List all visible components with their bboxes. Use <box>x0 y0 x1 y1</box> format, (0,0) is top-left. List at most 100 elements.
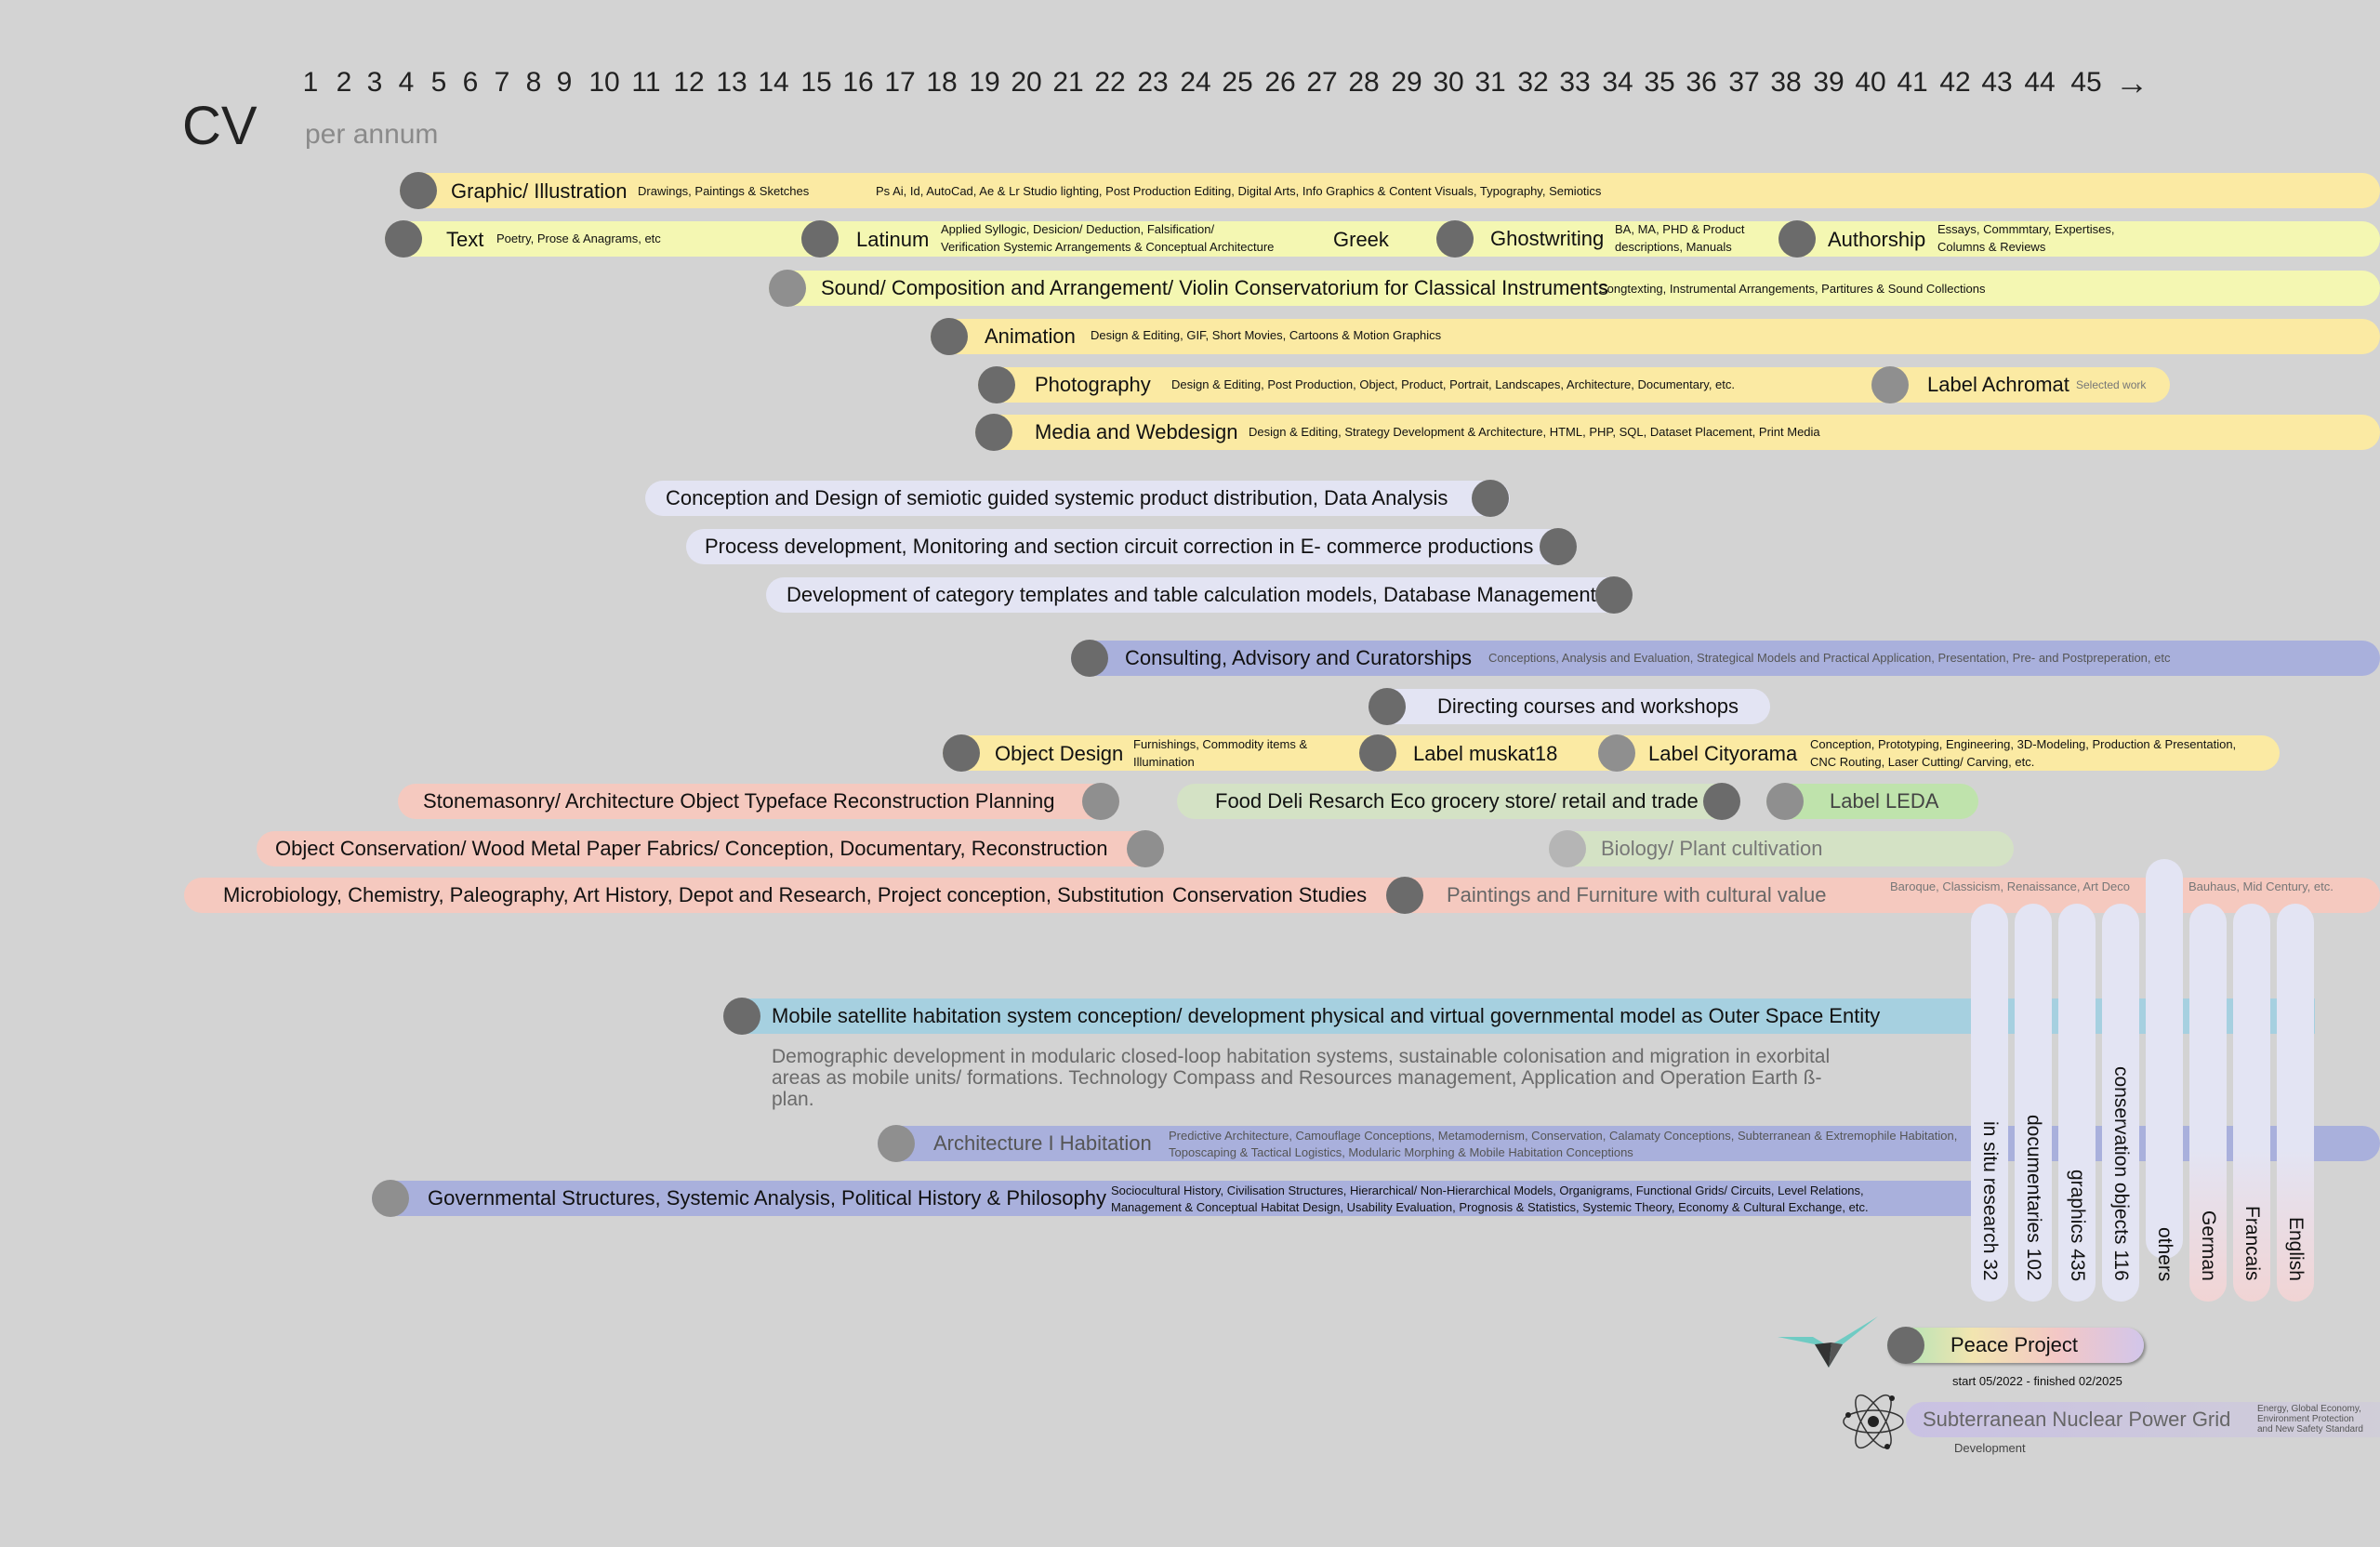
label-nuclear: Subterranean Nuclear Power Grid <box>1923 1408 2231 1431</box>
label-directing: Directing courses and workshops <box>1437 694 1739 718</box>
axis-number: 40 <box>1855 67 1886 98</box>
label-media: Media and Webdesign <box>1035 420 1238 443</box>
axis-number: 5 <box>430 67 447 98</box>
bar-object-conservation <box>257 831 1164 866</box>
note-ghostwriting-2: descriptions, Manuals <box>1615 240 1732 254</box>
dot-process <box>1540 528 1577 565</box>
axis-number: 2 <box>336 67 352 98</box>
dot-food <box>1703 783 1740 820</box>
axis-number: 43 <box>1981 67 2013 98</box>
label-sound: Sound/ Composition and Arrangement/ Viol… <box>821 276 1608 299</box>
label-biology: Biology/ Plant cultivation <box>1601 837 1823 860</box>
dot-templates <box>1595 576 1633 614</box>
bar-biology <box>1549 831 2014 866</box>
axis-number: 18 <box>926 67 958 98</box>
column-bar <box>1971 904 2008 1302</box>
dot-peace <box>1887 1327 1924 1364</box>
dot-graphic <box>400 172 437 209</box>
bar-animation <box>931 319 2380 354</box>
label-process: Process development, Monitoring and sect… <box>705 535 1534 558</box>
label-governmental: Governmental Structures, Systemic Analys… <box>428 1186 1106 1210</box>
axis-number: 45 <box>2070 67 2102 98</box>
note-graphic-2: Ps Ai, Id, AutoCad, Ae & Lr Studio light… <box>876 184 1602 198</box>
bar-governmental <box>372 1181 2008 1216</box>
axis-number: 37 <box>1728 67 1760 98</box>
bar-food <box>1177 784 1739 819</box>
bar-microbiology <box>184 878 2380 913</box>
axis-number: 29 <box>1391 67 1422 98</box>
label-object-design: Object Design <box>995 742 1124 765</box>
axis-number: 24 <box>1180 67 1211 98</box>
bar-conception <box>645 481 1510 516</box>
nuclear-note-3: and New Safety Standard <box>2257 1424 2363 1435</box>
axis-number: 23 <box>1137 67 1169 98</box>
axis-number: 19 <box>969 67 1000 98</box>
bar-graphic <box>400 173 2380 208</box>
note-latinum-2: Verification Systemic Arrangements & Con… <box>941 240 1275 254</box>
axis-number: 11 <box>631 67 661 98</box>
per-annum-label: per annum <box>305 119 439 150</box>
note-cityorama-1: Conception, Prototyping, Engineering, 3D… <box>1810 737 2237 751</box>
axis-number: 9 <box>556 67 573 98</box>
label-achromat: Label Achromat <box>1927 373 2069 396</box>
axis-number: 10 <box>588 67 620 98</box>
note-object-design-1: Furnishings, Commodity items & <box>1133 737 1308 751</box>
axis-number: 27 <box>1306 67 1338 98</box>
note-ghostwriting-1: BA, MA, PHD & Product <box>1615 222 1745 236</box>
label-templates: Development of category templates and ta… <box>787 583 1596 606</box>
label-greek: Greek <box>1333 228 1389 251</box>
column-label: English <box>2285 1217 2307 1281</box>
label-authorship: Authorship <box>1828 228 1926 251</box>
axis-number: 13 <box>716 67 747 98</box>
column-bar <box>2277 904 2314 1302</box>
label-conservation-studies: Conservation Studies <box>1172 883 1368 906</box>
axis-number: 28 <box>1348 67 1380 98</box>
dot-achromat <box>1871 366 1909 403</box>
dot-architecture <box>878 1125 915 1162</box>
column-label: in situ research 32 <box>1979 1121 2001 1281</box>
dot-directing <box>1368 688 1406 725</box>
column-label: others <box>2154 1226 2175 1281</box>
axis-number: 4 <box>398 67 415 98</box>
dot-ghostwriting <box>1436 220 1474 258</box>
axis-number: 32 <box>1517 67 1549 98</box>
axis-number: 30 <box>1433 67 1464 98</box>
bar-stonemasonry <box>398 784 1119 819</box>
axis-number: 17 <box>884 67 916 98</box>
nuclear-note-2: Environment Protection <box>2257 1414 2354 1424</box>
axis-number: 22 <box>1094 67 1126 98</box>
note-text: Poetry, Prose & Anagrams, etc <box>496 231 661 245</box>
dot-text <box>385 220 422 258</box>
dot-animation <box>931 318 968 355</box>
axis-number: 42 <box>1939 67 1971 98</box>
dot-latinum <box>801 220 839 258</box>
bar-sound <box>769 271 2380 306</box>
column-bar <box>2233 904 2270 1302</box>
label-object-conservation: Object Conservation/ Wood Metal Paper Fa… <box>275 837 1108 860</box>
note-baroque: Baroque, Classicism, Renaissance, Art De… <box>1890 879 2130 893</box>
dot-conception <box>1472 480 1509 517</box>
column-label: Francais <box>2241 1206 2263 1281</box>
label-leda: Label LEDA <box>1830 789 1939 813</box>
note-governmental-2: Management & Conceptual Habitat Design, … <box>1111 1200 1869 1214</box>
note-latinum-1: Applied Syllogic, Desicion/ Deduction, F… <box>941 222 1215 236</box>
atom-icon <box>1843 1394 1904 1449</box>
axis-number: 1 <box>302 67 319 98</box>
column-label: graphics 435 <box>2067 1169 2088 1281</box>
axis-number: 8 <box>525 67 542 98</box>
axis-number: 38 <box>1770 67 1802 98</box>
axis-number: 6 <box>462 67 479 98</box>
label-text: Text <box>446 228 484 251</box>
dot-biology <box>1549 830 1586 867</box>
label-microbiology: Microbiology, Chemistry, Paleography, Ar… <box>223 883 1165 906</box>
nuclear-status: Development <box>1954 1441 2026 1455</box>
label-paintings: Paintings and Furniture with cultural va… <box>1447 883 1827 906</box>
dot-cityorama <box>1598 734 1635 772</box>
dot-object-conservation <box>1127 830 1164 867</box>
note-media: Design & Editing, Strategy Development &… <box>1249 425 1820 439</box>
column-bar <box>2015 904 2052 1302</box>
axis-number: 31 <box>1474 67 1506 98</box>
axis-number: 39 <box>1813 67 1844 98</box>
axis-number: 41 <box>1897 67 1928 98</box>
note-governmental-1: Sociocultural History, Civilisation Stru… <box>1111 1183 1864 1197</box>
